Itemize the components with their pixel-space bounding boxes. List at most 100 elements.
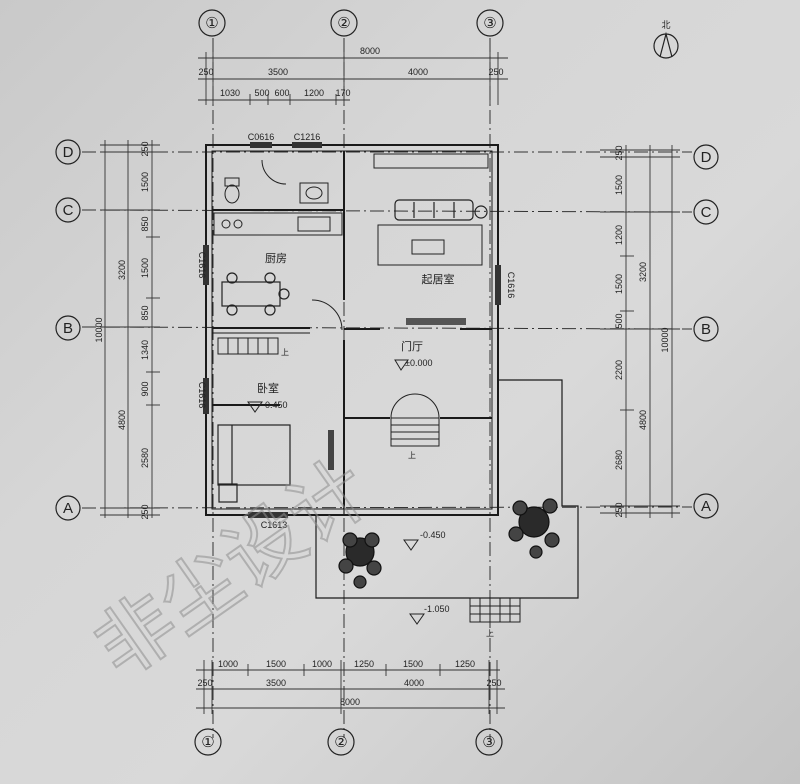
bathroom-door-icon [261, 159, 287, 185]
right-inner-dim-6: 2200 [614, 360, 624, 380]
axis-col-1-top: ① [205, 15, 218, 32]
sink-icon [299, 182, 329, 204]
window-c1216: C1216 [294, 132, 321, 142]
left-mid-dim-2: 4800 [117, 410, 127, 430]
left-inner-dim-8: 2580 [140, 448, 150, 468]
left-inner-dim-2: 1500 [140, 172, 150, 192]
exterior-steps [469, 597, 521, 623]
bottom-detail-dim-2: 1500 [266, 659, 286, 669]
axis-col-3-top: ③ [483, 15, 496, 32]
window-c1613: C1613 [261, 520, 288, 530]
top-mid-dim-4: 250 [488, 67, 503, 77]
right-inner-dim-8: 250 [614, 502, 624, 517]
living-cabinet [373, 153, 489, 169]
window-c1616-living: C1616 [506, 272, 516, 299]
axis-row-d-right: D [701, 149, 712, 166]
window-c1616-bedroom: C1616 [197, 382, 207, 409]
axis-row-a-left: A [63, 500, 73, 517]
bedroom-wardrobe [328, 430, 334, 470]
top-mid-dim-2: 3500 [268, 67, 288, 77]
bottom-total-dim: 8000 [340, 697, 360, 707]
bottom-mid-dim-4: 250 [486, 678, 501, 688]
coffee-table [411, 239, 445, 255]
axis-col-2-top: ② [337, 15, 350, 32]
left-dim-lines [100, 140, 160, 518]
bedroom-label: 卧室 [257, 381, 279, 395]
top-dim-lines [198, 52, 508, 105]
entry-steps [390, 417, 440, 447]
bedroom-level: -0.450 [262, 400, 288, 410]
bottom-detail-dim-5: 1500 [403, 659, 423, 669]
right-mid-dim-2: 4800 [638, 410, 648, 430]
axis-row-c-left: C [63, 202, 74, 219]
axis-row-b-left: B [63, 320, 73, 337]
entry-level-mark-icon [394, 359, 409, 371]
right-inner-dim-5: 500 [614, 313, 624, 328]
right-dim-lines [600, 145, 680, 518]
left-inner-dim-5: 850 [140, 305, 150, 320]
bed-icon [217, 424, 291, 503]
bottom-detail-dim-3: 1000 [312, 659, 332, 669]
entry-label: 门厅 [401, 339, 423, 353]
bottom-detail-dim-1: 1000 [218, 659, 238, 669]
window-c1616-kitchen: C1616 [197, 252, 207, 279]
right-mid-dim-1: 3200 [638, 262, 648, 282]
living-area-rug [377, 224, 483, 266]
right-inner-dim-1: 250 [614, 145, 624, 160]
left-total-dim: 10000 [94, 317, 104, 342]
north-label: 北 [661, 20, 670, 30]
left-inner-dim-7: 900 [140, 381, 150, 396]
terrace-outline [315, 379, 579, 599]
left-mid-dim-1: 3200 [117, 260, 127, 280]
ground-level-mark-icon [409, 613, 425, 625]
bottom-dim-lines [196, 660, 505, 714]
toilet-icon [224, 177, 240, 204]
row-bubbles-right [693, 144, 719, 519]
kitchen-counter [213, 212, 343, 236]
exterior-steps-up: 上 [486, 629, 494, 638]
kitchen-label: 厨房 [265, 252, 287, 265]
front-door-icon [390, 393, 440, 419]
top-detail-dim-1: 1030 [220, 88, 240, 98]
window-c0616: C0616 [248, 132, 275, 142]
axis-col-2-bottom: ② [334, 734, 347, 751]
entry-level: ±0.000 [405, 358, 432, 368]
axis-row-c-right: C [701, 204, 712, 221]
axis-col-1-bottom: ① [201, 734, 214, 751]
column-bubbles-bottom [194, 728, 503, 756]
right-inner-dim-2: 1500 [614, 175, 624, 195]
entry-steps-up: 上 [408, 451, 416, 460]
right-inner-dim-7: 2680 [614, 450, 624, 470]
right-inner-dim-3: 1200 [614, 225, 624, 245]
kitchen-steps-up: 上 [281, 348, 289, 357]
bottom-detail-dim-4: 1250 [354, 659, 374, 669]
top-mid-dim-3: 4000 [408, 67, 428, 77]
window-marks [203, 142, 501, 518]
top-detail-dim-4: 1200 [304, 88, 324, 98]
living-room-label: 起居室 [422, 272, 455, 286]
tv-cabinet [406, 318, 466, 325]
top-detail-dim-2: 500 [254, 88, 269, 98]
top-total-dim: 8000 [360, 46, 380, 56]
bottom-detail-dim-6: 1250 [455, 659, 475, 669]
sofa-icon [394, 199, 488, 221]
right-total-dim: 10000 [660, 327, 670, 352]
terrace-level: -0.450 [420, 530, 446, 540]
ground-level: -1.050 [424, 604, 450, 614]
left-inner-dim-1: 250 [140, 141, 150, 156]
left-inner-dim-6: 1340 [140, 340, 150, 360]
north-arrow-icon [653, 31, 679, 59]
left-inner-dim-4: 1500 [140, 258, 150, 278]
plant-right-icon [508, 498, 560, 559]
terrace-level-mark-icon [403, 539, 419, 551]
top-detail-dim-5: 170 [335, 88, 350, 98]
kitchen-steps [217, 337, 279, 355]
axis-row-a-right: A [701, 498, 711, 515]
axis-col-3-bottom: ③ [482, 734, 495, 751]
kitchen-door-icon [311, 299, 343, 331]
dining-table-icon [221, 272, 290, 316]
top-mid-dim-1: 250 [198, 67, 213, 77]
plant-left-icon [338, 532, 382, 589]
row-bubbles-left [55, 139, 81, 521]
